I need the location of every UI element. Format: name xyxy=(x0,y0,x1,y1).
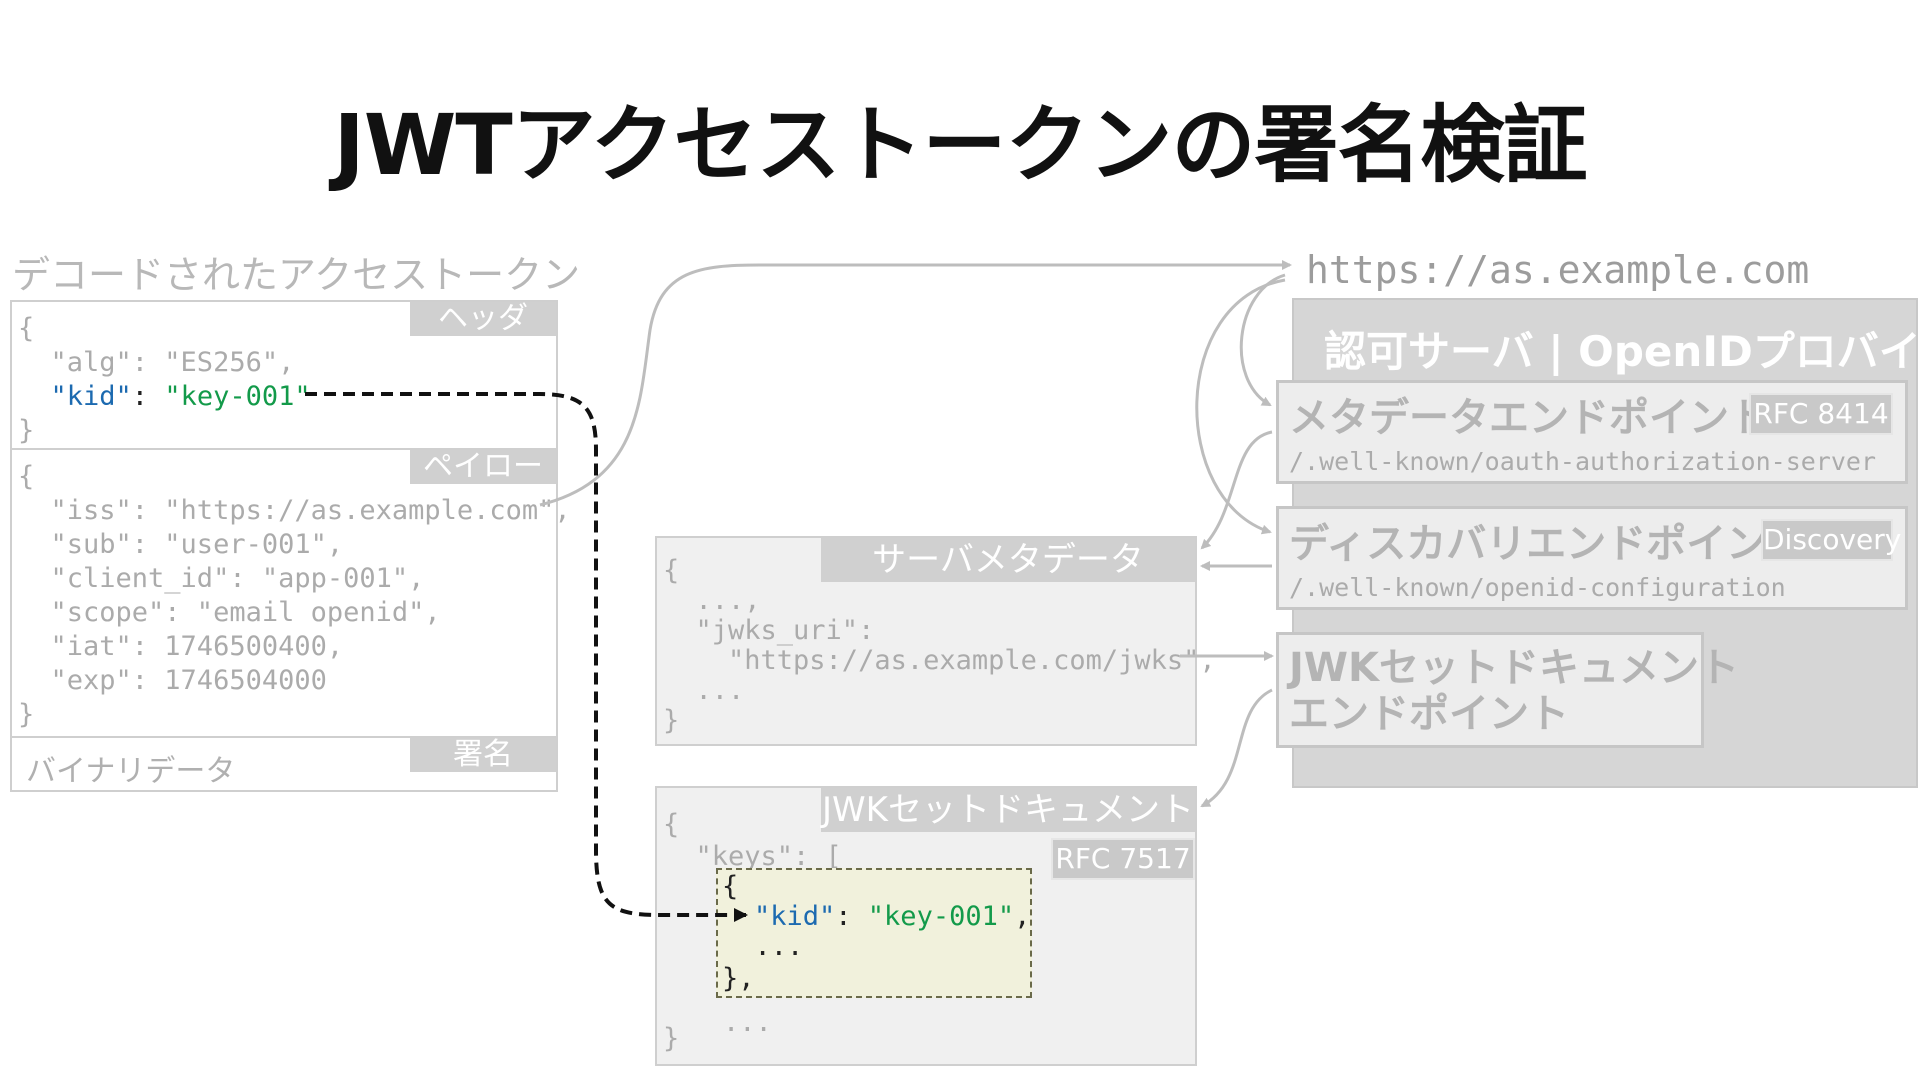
rfc7517-badge: RFC 7517 xyxy=(1051,838,1195,880)
payload-scope-line: "scope": "email openid", xyxy=(18,597,441,628)
jwk-entry-kid-value: "key-001" xyxy=(867,901,1015,932)
jwk-set-close-brace: } xyxy=(663,1023,680,1054)
payload-sub-line: "sub": "user-001", xyxy=(18,529,344,560)
jwk-entry-kid-comma: , xyxy=(1014,901,1031,932)
metadata-line-jwks-key: "jwks_uri": xyxy=(663,615,875,646)
metadata-line-close: } xyxy=(663,705,680,736)
metadata-endpoint-path: /.well-known/oauth-authorization-server xyxy=(1289,447,1876,476)
discovery-endpoint-title: ディスカバリエンドポイント xyxy=(1289,521,1807,567)
discovery-endpoint-path: /.well-known/openid-configuration xyxy=(1289,573,1786,602)
metadata-to-servermeta-arrow xyxy=(1200,430,1273,550)
jwks-endpoint-to-jwkset-arrow xyxy=(1200,688,1273,808)
page-title: JWTアクセストークンの署名検証 xyxy=(333,96,1587,194)
jwk-set-after-ellipsis: ... xyxy=(723,1007,772,1038)
decoded-token-label: デコードされたアクセストークン xyxy=(12,253,581,297)
signature-tag: 署名 xyxy=(410,738,556,772)
payload-tag: ペイロード xyxy=(410,450,556,518)
payload-iss-line: "iss": "https://as.example.com", xyxy=(18,495,571,526)
metadata-endpoint-box: メタデータエンドポイント RFC 8414 /.well-known/oauth… xyxy=(1276,380,1908,484)
jwk-set-tag: JWKセットドキュメント xyxy=(821,788,1195,832)
jwk-set-open-brace: { xyxy=(663,809,680,840)
server-metadata-tag: サーバメタデータ xyxy=(821,538,1195,582)
header-kid-value: "key-001" xyxy=(164,381,311,412)
iss-to-issuer-arrow xyxy=(539,260,1292,507)
server-title: 認可サーバ | OpenIDプロバイダ xyxy=(1324,327,1920,376)
payload-iat-line: "iat": 1746500400, xyxy=(18,631,344,662)
jwks-endpoint-title-line2: エンドポイント xyxy=(1289,691,1569,737)
jwks-endpoint-title-line1: JWKセットドキュメント xyxy=(1289,645,1739,691)
jwk-set-keys-line: "keys": [ xyxy=(663,841,842,872)
matching-jwk-entry: { "kid": "key-001", ... }, xyxy=(716,868,1032,998)
header-close-brace: } xyxy=(18,415,35,446)
header-kid-line: "kid": "key-001" xyxy=(18,380,311,414)
header-kid-key: "kid" xyxy=(50,381,132,412)
discovery-badge: Discovery xyxy=(1761,519,1901,561)
metadata-line-ellipsis1: ..., xyxy=(663,585,761,616)
metadata-line-open: { xyxy=(663,555,680,586)
payload-exp-line: "exp": 1746504000 xyxy=(18,665,327,696)
issuer-url: https://as.example.com xyxy=(1306,248,1810,292)
header-tag: ヘッダ xyxy=(410,302,556,336)
jwk-entry-close: }, xyxy=(722,963,755,994)
payload-client-id-line: "client_id": "app-001", xyxy=(18,563,425,594)
header-open-brace: { xyxy=(18,313,35,344)
payload-close-brace: } xyxy=(18,699,35,730)
signature-text: バイナリデータ xyxy=(26,754,236,789)
metadata-line-ellipsis2: ... xyxy=(663,675,745,706)
server-metadata-box: サーバメタデータ { ..., "jwks_uri": "https://as.… xyxy=(655,536,1216,746)
jwk-entry-open: { xyxy=(722,871,739,902)
rfc8414-badge: RFC 8414 xyxy=(1749,393,1893,435)
header-kid-colon: : xyxy=(131,381,165,412)
jwt-payload-box: ペイロード { "iss": "https://as.example.com",… xyxy=(10,448,571,738)
jwt-signature-box: 署名 バイナリデータ xyxy=(10,736,558,792)
jwk-entry-kid-line: "kid": "key-001", xyxy=(754,900,1030,934)
discovery-endpoint-box: ディスカバリエンドポイント Discovery /.well-known/ope… xyxy=(1276,506,1908,610)
metadata-endpoint-title: メタデータエンドポイント xyxy=(1289,395,1769,441)
metadata-line-jwks-value: "https://as.example.com/jwks", xyxy=(663,645,1216,676)
jwt-header-box: ヘッダ { "alg": "ES256", "kid": "key-001" } xyxy=(10,300,558,450)
jwk-entry-ellipsis: ... xyxy=(722,931,804,962)
payload-open-brace: { xyxy=(18,461,35,492)
kid-match-arrow xyxy=(305,392,748,922)
header-alg-line: "alg": "ES256", xyxy=(18,347,295,378)
issuer-to-discovery-arrow xyxy=(1195,278,1286,535)
jwks-endpoint-box: JWKセットドキュメント エンドポイント xyxy=(1276,632,1739,748)
jwk-entry-kid-key: "kid" xyxy=(754,901,836,932)
jwk-entry-kid-colon: : xyxy=(835,901,868,932)
